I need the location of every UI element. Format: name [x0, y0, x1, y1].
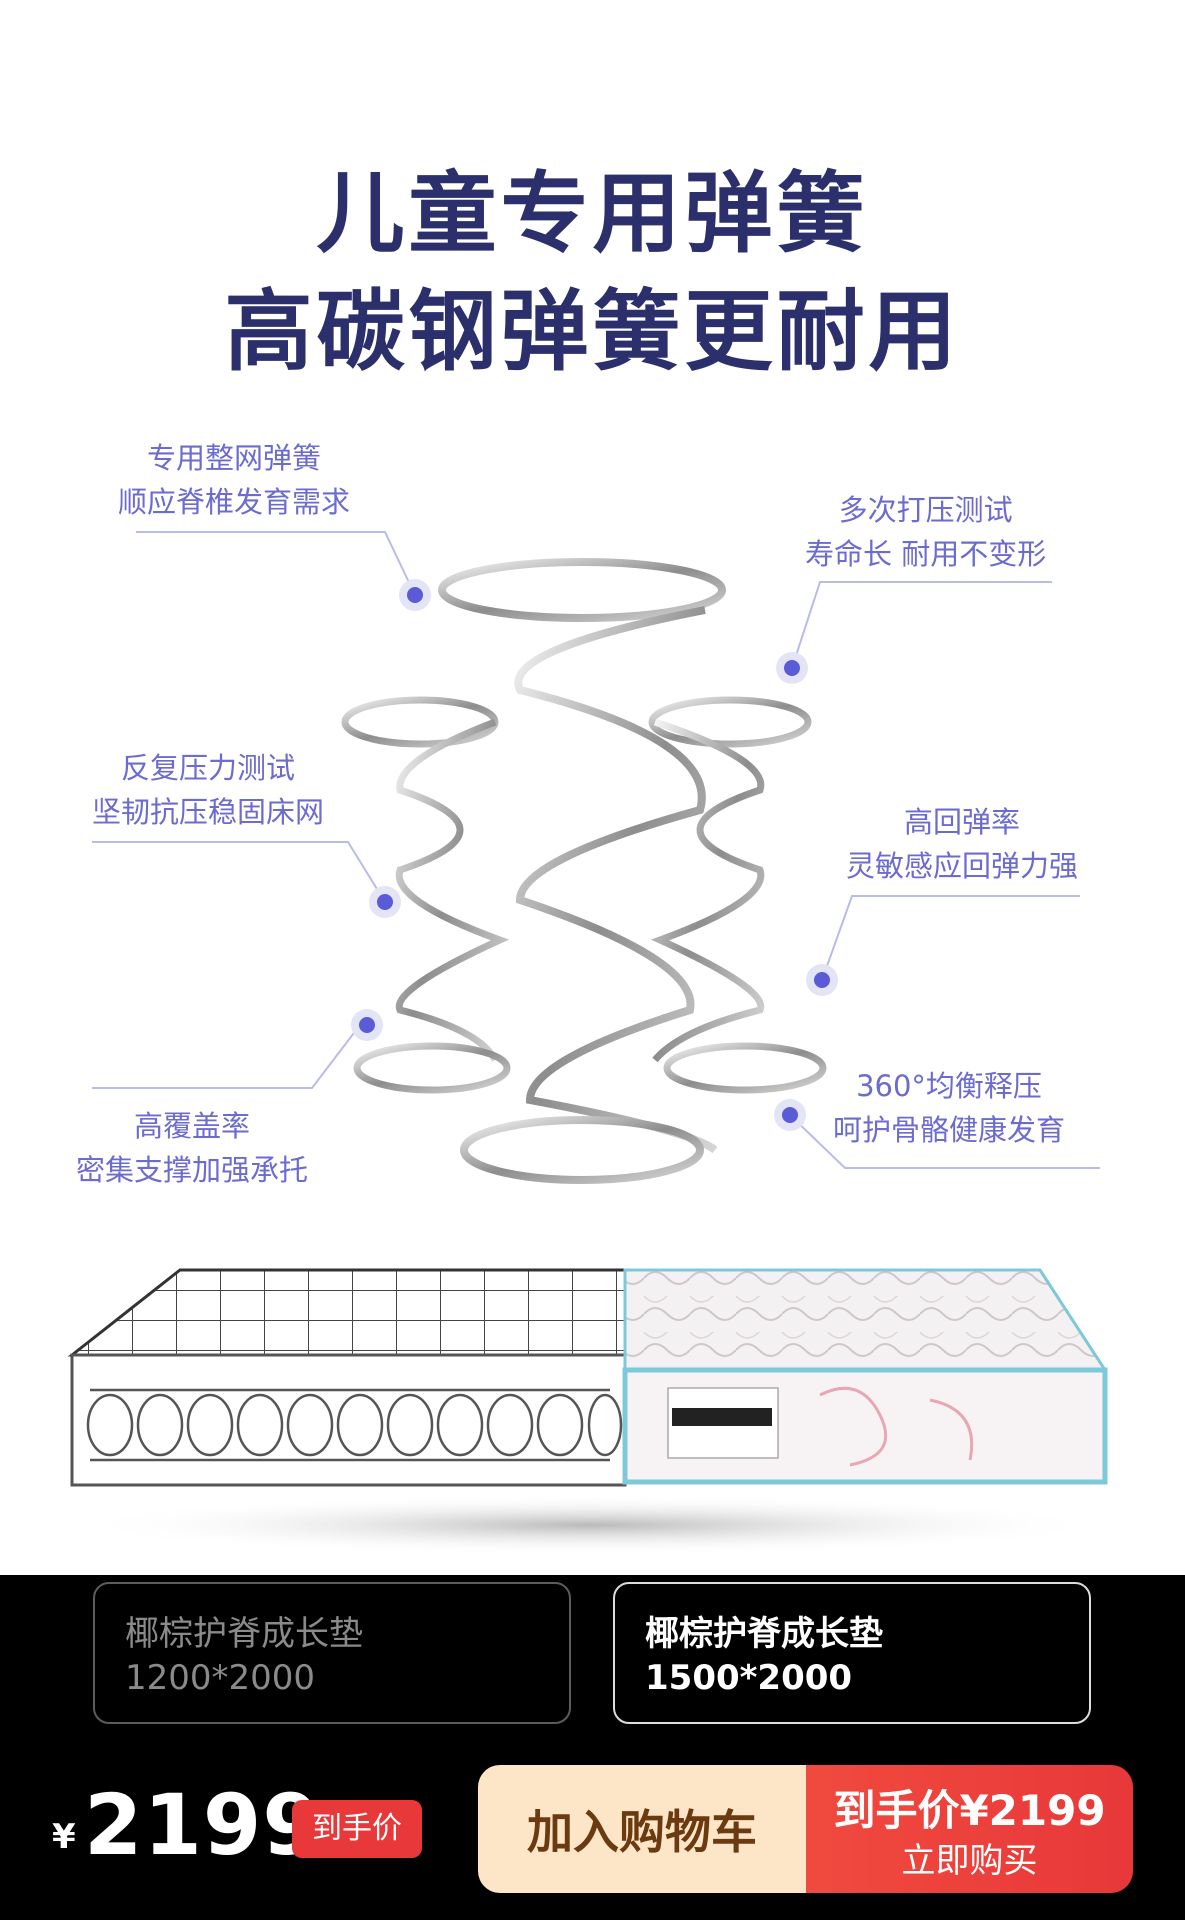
- callout-title: 高回弹率: [904, 805, 1021, 839]
- callout-title: 高覆盖率: [134, 1109, 251, 1143]
- callout-dots: [351, 579, 838, 1131]
- variant-size: 1200*2000: [125, 1658, 316, 1698]
- right-spring-icon: [648, 696, 827, 1094]
- spring-diagram: [67, 531, 1110, 1555]
- buy-now-button[interactable]: 到手价¥2199 立即购买: [806, 1765, 1133, 1893]
- price-value: 2199: [84, 1776, 322, 1874]
- callout-desc: 灵敏感应回弹力强: [846, 849, 1079, 883]
- buy-now-label: 立即购买: [901, 1841, 1038, 1881]
- callout-title: 反复压力测试: [121, 751, 296, 785]
- variant-option-1500x2000[interactable]: 椰棕护脊成长垫 1500*2000: [613, 1582, 1091, 1724]
- callout-desc: 密集支撑加强承托: [76, 1153, 309, 1187]
- currency-symbol: ¥: [52, 1817, 76, 1857]
- callout-title: 360°均衡释压: [856, 1069, 1042, 1103]
- callout-coverage: 高覆盖率 密集支撑加强承托: [76, 1104, 308, 1192]
- callout-pressure-relief: 360°均衡释压 呵护骨骼健康发育: [833, 1064, 1065, 1152]
- variant-size: 1500*2000: [645, 1658, 853, 1698]
- mattress-illustration: [67, 1268, 1110, 1555]
- callout-desc: 顺应脊椎发育需求: [118, 485, 351, 519]
- headline-line-2: 高碳钢弹簧更耐用: [224, 280, 961, 383]
- variant-name: 椰棕护脊成长垫: [645, 1614, 883, 1654]
- center-spring-icon: [438, 558, 726, 1184]
- callout-title: 多次打压测试: [838, 493, 1013, 527]
- buy-now-price: 到手价¥2199: [833, 1786, 1106, 1835]
- final-price-badge: 到手价: [292, 1800, 422, 1858]
- purchase-buttons: 加入购物车 到手价¥2199 立即购买: [478, 1765, 1133, 1893]
- callout-connectors: [92, 531, 1100, 1169]
- callout-pressure-test: 多次打压测试 寿命长 耐用不变形: [805, 488, 1046, 576]
- callout-spring-network: 专用整网弹簧 顺应脊椎发育需求: [118, 436, 350, 524]
- headline-line-1: 儿童专用弹簧: [316, 162, 869, 265]
- callout-desc: 坚韧抗压稳固床网: [92, 795, 325, 829]
- callout-repeated-test: 反复压力测试 坚韧抗压稳固床网: [92, 746, 324, 834]
- callout-rebound: 高回弹率 灵敏感应回弹力强: [846, 800, 1078, 888]
- callout-desc: 寿命长 耐用不变形: [805, 537, 1047, 571]
- product-poster: 儿童专用弹簧 高碳钢弹簧更耐用: [67, 162, 1110, 1555]
- variant-option-1200x2000[interactable]: 椰棕护脊成长垫 1200*2000: [93, 1582, 571, 1724]
- callout-desc: 呵护骨骼健康发育: [833, 1113, 1066, 1147]
- callout-title: 专用整网弹簧: [147, 441, 322, 475]
- add-to-cart-button[interactable]: 加入购物车: [478, 1765, 806, 1893]
- variant-name: 椰棕护脊成长垫: [125, 1614, 363, 1654]
- left-spring-icon: [341, 696, 511, 1094]
